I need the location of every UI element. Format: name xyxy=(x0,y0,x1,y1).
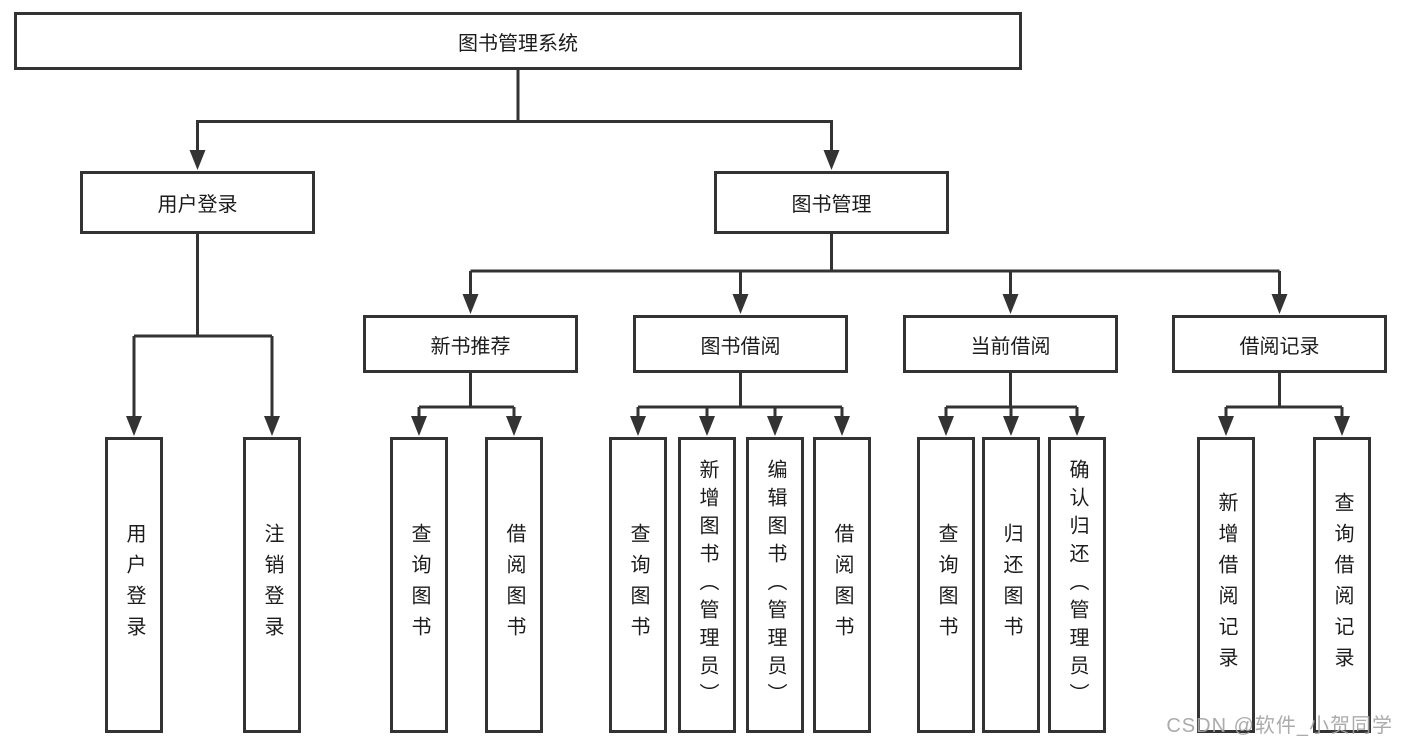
arrowhead xyxy=(1069,416,1085,436)
node-user-login: 用户登录 xyxy=(80,171,315,234)
arrowhead xyxy=(823,150,840,170)
leaf-query-borrow-record: 查询借阅记录 xyxy=(1313,437,1371,733)
node-label: 用户登录 xyxy=(157,194,238,216)
leaf-return-books: 归还图书 xyxy=(982,437,1040,733)
leaf-label: 借阅图书 xyxy=(831,523,853,647)
arrowhead xyxy=(1271,294,1288,314)
node-current-borrow: 当前借阅 xyxy=(903,315,1118,373)
csdn-watermark: CSDN @软件_小贺同学 xyxy=(1166,715,1393,737)
arrowhead xyxy=(699,416,715,436)
arrowhead xyxy=(938,416,954,436)
node-label: 图书借阅 xyxy=(700,335,781,358)
leaf-label: 用户登录 xyxy=(123,523,145,647)
arrowhead xyxy=(126,416,142,436)
arrowhead xyxy=(411,416,427,436)
leaf-query-books: 查询图书 xyxy=(917,437,975,733)
leaf-label: 编辑图书（管理员） xyxy=(764,459,786,711)
leaf-label: 确认归还（管理员） xyxy=(1066,459,1088,711)
node-label: 图书管理 xyxy=(791,194,872,216)
leaf-logout: 注销登录 xyxy=(243,437,301,733)
arrowhead xyxy=(1002,294,1019,314)
arrowhead xyxy=(732,294,749,314)
arrowhead xyxy=(264,416,280,436)
leaf-query-books: 查询图书 xyxy=(609,437,667,733)
leaf-label: 查询图书 xyxy=(408,523,430,647)
arrowhead xyxy=(834,416,850,436)
arrowhead xyxy=(630,416,646,436)
node-new-book-recommend: 新书推荐 xyxy=(363,315,578,373)
node-borrow-records: 借阅记录 xyxy=(1172,315,1387,373)
leaf-borrow-books: 借阅图书 xyxy=(485,437,543,733)
leaf-label: 查询图书 xyxy=(627,523,649,647)
node-label: 新书推荐 xyxy=(430,335,511,358)
leaf-add-books-admin: 新增图书（管理员） xyxy=(678,437,736,733)
arrowhead xyxy=(1334,416,1350,436)
node-label: 当前借阅 xyxy=(970,335,1051,358)
arrowhead xyxy=(1218,416,1234,436)
leaf-user-login: 用户登录 xyxy=(105,437,163,733)
arrowhead xyxy=(189,150,206,170)
leaf-label: 注销登录 xyxy=(261,523,283,647)
leaf-label: 归还图书 xyxy=(1000,523,1022,647)
arrowhead xyxy=(462,294,479,314)
leaf-add-borrow-record: 新增借阅记录 xyxy=(1197,437,1255,733)
node-book-management: 图书管理 xyxy=(714,171,949,234)
leaf-label: 查询借阅记录 xyxy=(1331,492,1353,678)
arrowhead xyxy=(1003,416,1019,436)
leaf-confirm-return-admin: 确认归还（管理员） xyxy=(1048,437,1106,733)
node-label: 借阅记录 xyxy=(1239,335,1320,358)
leaf-query-books: 查询图书 xyxy=(390,437,448,733)
arrowhead xyxy=(506,416,522,436)
arrowhead xyxy=(767,416,783,436)
node-label: 图书管理系统 xyxy=(458,32,578,55)
node-book-borrow: 图书借阅 xyxy=(633,315,848,373)
leaf-label: 新增借阅记录 xyxy=(1215,492,1237,678)
leaf-label: 查询图书 xyxy=(935,523,957,647)
leaf-edit-books-admin: 编辑图书（管理员） xyxy=(746,437,804,733)
leaf-borrow-books: 借阅图书 xyxy=(813,437,871,733)
node-system-root: 图书管理系统 xyxy=(14,12,1022,70)
leaf-label: 新增图书（管理员） xyxy=(696,459,718,711)
leaf-label: 借阅图书 xyxy=(503,523,525,647)
